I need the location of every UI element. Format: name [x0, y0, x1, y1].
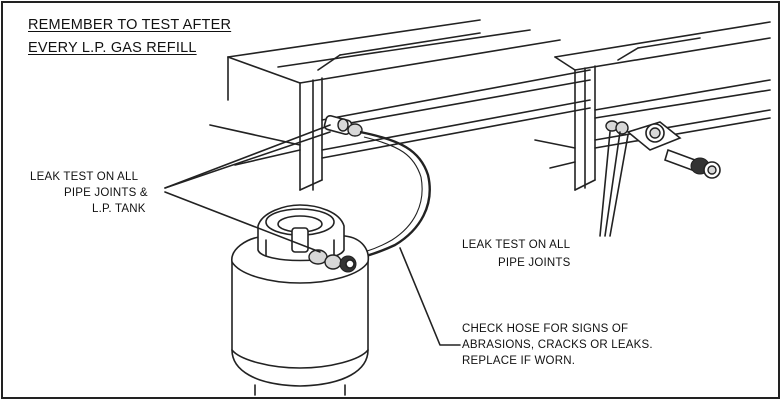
gas-hose: [349, 130, 431, 262]
left-callout-line-3: L.P. TANK: [92, 203, 146, 215]
right-grill-illustration: [534, 21, 771, 191]
right-callout-line-2: PIPE JOINTS: [498, 257, 571, 269]
hose-callout-line-2: ABRASIONS, CRACKS OR LEAKS.: [462, 339, 653, 351]
hose-callout-line-1: CHECK HOSE FOR SIGNS OF: [462, 323, 629, 335]
left-callout-line-2: PIPE JOINTS &: [64, 187, 148, 199]
lp-tank-illustration: [231, 204, 370, 396]
left-grill-illustration: [209, 19, 591, 191]
leader-lines: [164, 124, 629, 346]
left-callout-line-1: LEAK TEST ON ALL: [30, 171, 139, 183]
title-line-2: EVERY L.P. GAS REFILL: [28, 40, 197, 56]
title-line-1: REMEMBER TO TEST AFTER: [28, 17, 232, 33]
right-callout-line-1: LEAK TEST ON ALL: [462, 239, 571, 251]
hose-callout-line-3: REPLACE IF WORN.: [462, 355, 576, 367]
